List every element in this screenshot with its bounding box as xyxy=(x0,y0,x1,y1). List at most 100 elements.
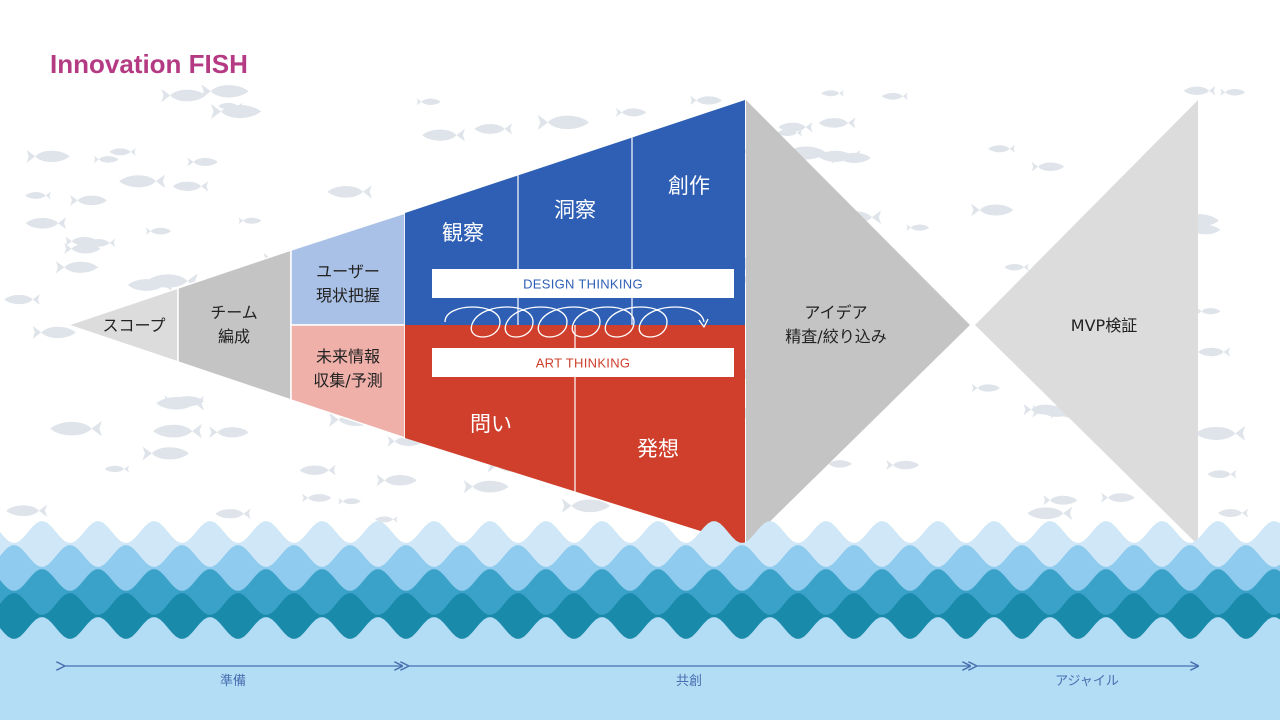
background-fish xyxy=(1220,88,1246,96)
background-fish xyxy=(777,145,827,161)
background-fish xyxy=(1183,86,1216,96)
label-future-line1: 未来情報 xyxy=(316,347,380,366)
background-fish xyxy=(886,460,920,470)
label-ideation: 発想 xyxy=(637,437,679,461)
background-fish xyxy=(690,95,722,106)
design-thinking-label: DESIGN THINKING xyxy=(523,277,643,292)
background-fish xyxy=(822,459,852,469)
background-fish xyxy=(119,174,166,189)
background-fish xyxy=(561,498,611,514)
label-idea-line2: 精査/絞り込み xyxy=(785,327,886,346)
background-fish xyxy=(537,114,589,131)
phase-label-cocreate: 共創 xyxy=(676,674,702,689)
background-fish xyxy=(211,104,261,119)
background-fish xyxy=(299,464,336,476)
label-future-line2: 収集/予測 xyxy=(313,371,382,390)
background-fish xyxy=(1197,307,1221,315)
background-fish xyxy=(187,157,218,167)
phase-timeline: 準備 共創 アジャイル xyxy=(64,666,1198,689)
background-fish xyxy=(25,217,67,230)
label-user-line2: 現状把握 xyxy=(316,286,380,305)
background-fish xyxy=(422,128,466,142)
background-fish xyxy=(818,117,856,129)
background-fish xyxy=(1031,161,1065,172)
label-observe: 観察 xyxy=(442,221,484,245)
background-fish xyxy=(65,236,98,247)
background-fish xyxy=(55,260,99,274)
label-create: 創作 xyxy=(668,174,710,198)
background-fish xyxy=(1195,425,1246,441)
background-fish xyxy=(988,144,1016,153)
background-fish xyxy=(153,423,202,439)
phase-label-prep: 準備 xyxy=(220,673,246,689)
background-fish xyxy=(906,224,930,232)
background-fish xyxy=(881,92,908,101)
background-fish xyxy=(817,149,861,163)
background-fish xyxy=(215,508,251,520)
label-idea-line1: アイデア xyxy=(804,303,867,322)
background-fish xyxy=(142,446,189,461)
design-thinking-band xyxy=(432,269,734,298)
background-fish xyxy=(127,278,173,292)
segment-team xyxy=(177,248,292,402)
phase-label-agile: アジャイル xyxy=(1055,674,1119,689)
background-fish xyxy=(474,123,513,135)
background-fish xyxy=(1198,347,1231,357)
background-fish xyxy=(161,88,206,103)
background-fish xyxy=(777,129,802,137)
background-fish xyxy=(109,147,136,156)
background-fish xyxy=(1004,263,1029,271)
segment-idea-refinement xyxy=(746,100,970,545)
background-fish xyxy=(104,465,130,473)
ocean-waves xyxy=(0,521,1280,720)
label-scope: スコープ xyxy=(102,316,165,335)
background-fish xyxy=(1043,495,1078,506)
background-fish xyxy=(1207,469,1237,479)
art-thinking-band xyxy=(432,348,734,377)
background-fish xyxy=(971,203,1014,217)
background-fish xyxy=(821,89,844,97)
background-fish xyxy=(463,479,509,494)
background-fish xyxy=(1027,506,1073,521)
background-fish xyxy=(327,185,372,199)
background-fish xyxy=(50,420,102,437)
background-fish xyxy=(218,102,243,110)
label-insight: 洞察 xyxy=(554,198,596,222)
background-fish xyxy=(615,107,647,117)
background-fish xyxy=(93,155,119,164)
background-fish xyxy=(26,149,70,163)
background-fish xyxy=(302,493,332,503)
label-question: 問い xyxy=(470,412,512,436)
background-fish xyxy=(376,474,417,487)
iteration-spiral xyxy=(444,306,709,338)
label-mvp: MVP検証 xyxy=(1071,316,1137,335)
background-fish xyxy=(164,395,205,408)
segment-mvp xyxy=(975,100,1198,545)
background-fish xyxy=(971,383,1000,393)
page-title: Innovation FISH xyxy=(50,49,248,79)
background-fish xyxy=(238,217,262,225)
background-fish xyxy=(1185,224,1221,235)
background-fish xyxy=(70,194,107,206)
background-fish xyxy=(172,180,209,192)
label-team-line2: 編成 xyxy=(218,327,250,346)
background-fish xyxy=(1101,492,1135,503)
background-fish xyxy=(375,516,398,523)
background-fish xyxy=(4,294,40,305)
background-fish xyxy=(209,426,249,439)
background-fish xyxy=(6,504,48,517)
label-team-line1: チーム xyxy=(210,303,258,322)
art-thinking-label: ART THINKING xyxy=(536,356,631,371)
label-user-line1: ユーザー xyxy=(316,262,380,281)
background-fish xyxy=(416,98,441,106)
background-fish xyxy=(64,243,101,255)
background-fish xyxy=(831,152,871,164)
background-fish xyxy=(201,84,249,99)
background-fish xyxy=(1218,508,1249,518)
background-fish xyxy=(32,325,76,339)
background-fish xyxy=(338,497,361,505)
background-fish xyxy=(145,227,172,235)
background-fish xyxy=(25,191,51,200)
